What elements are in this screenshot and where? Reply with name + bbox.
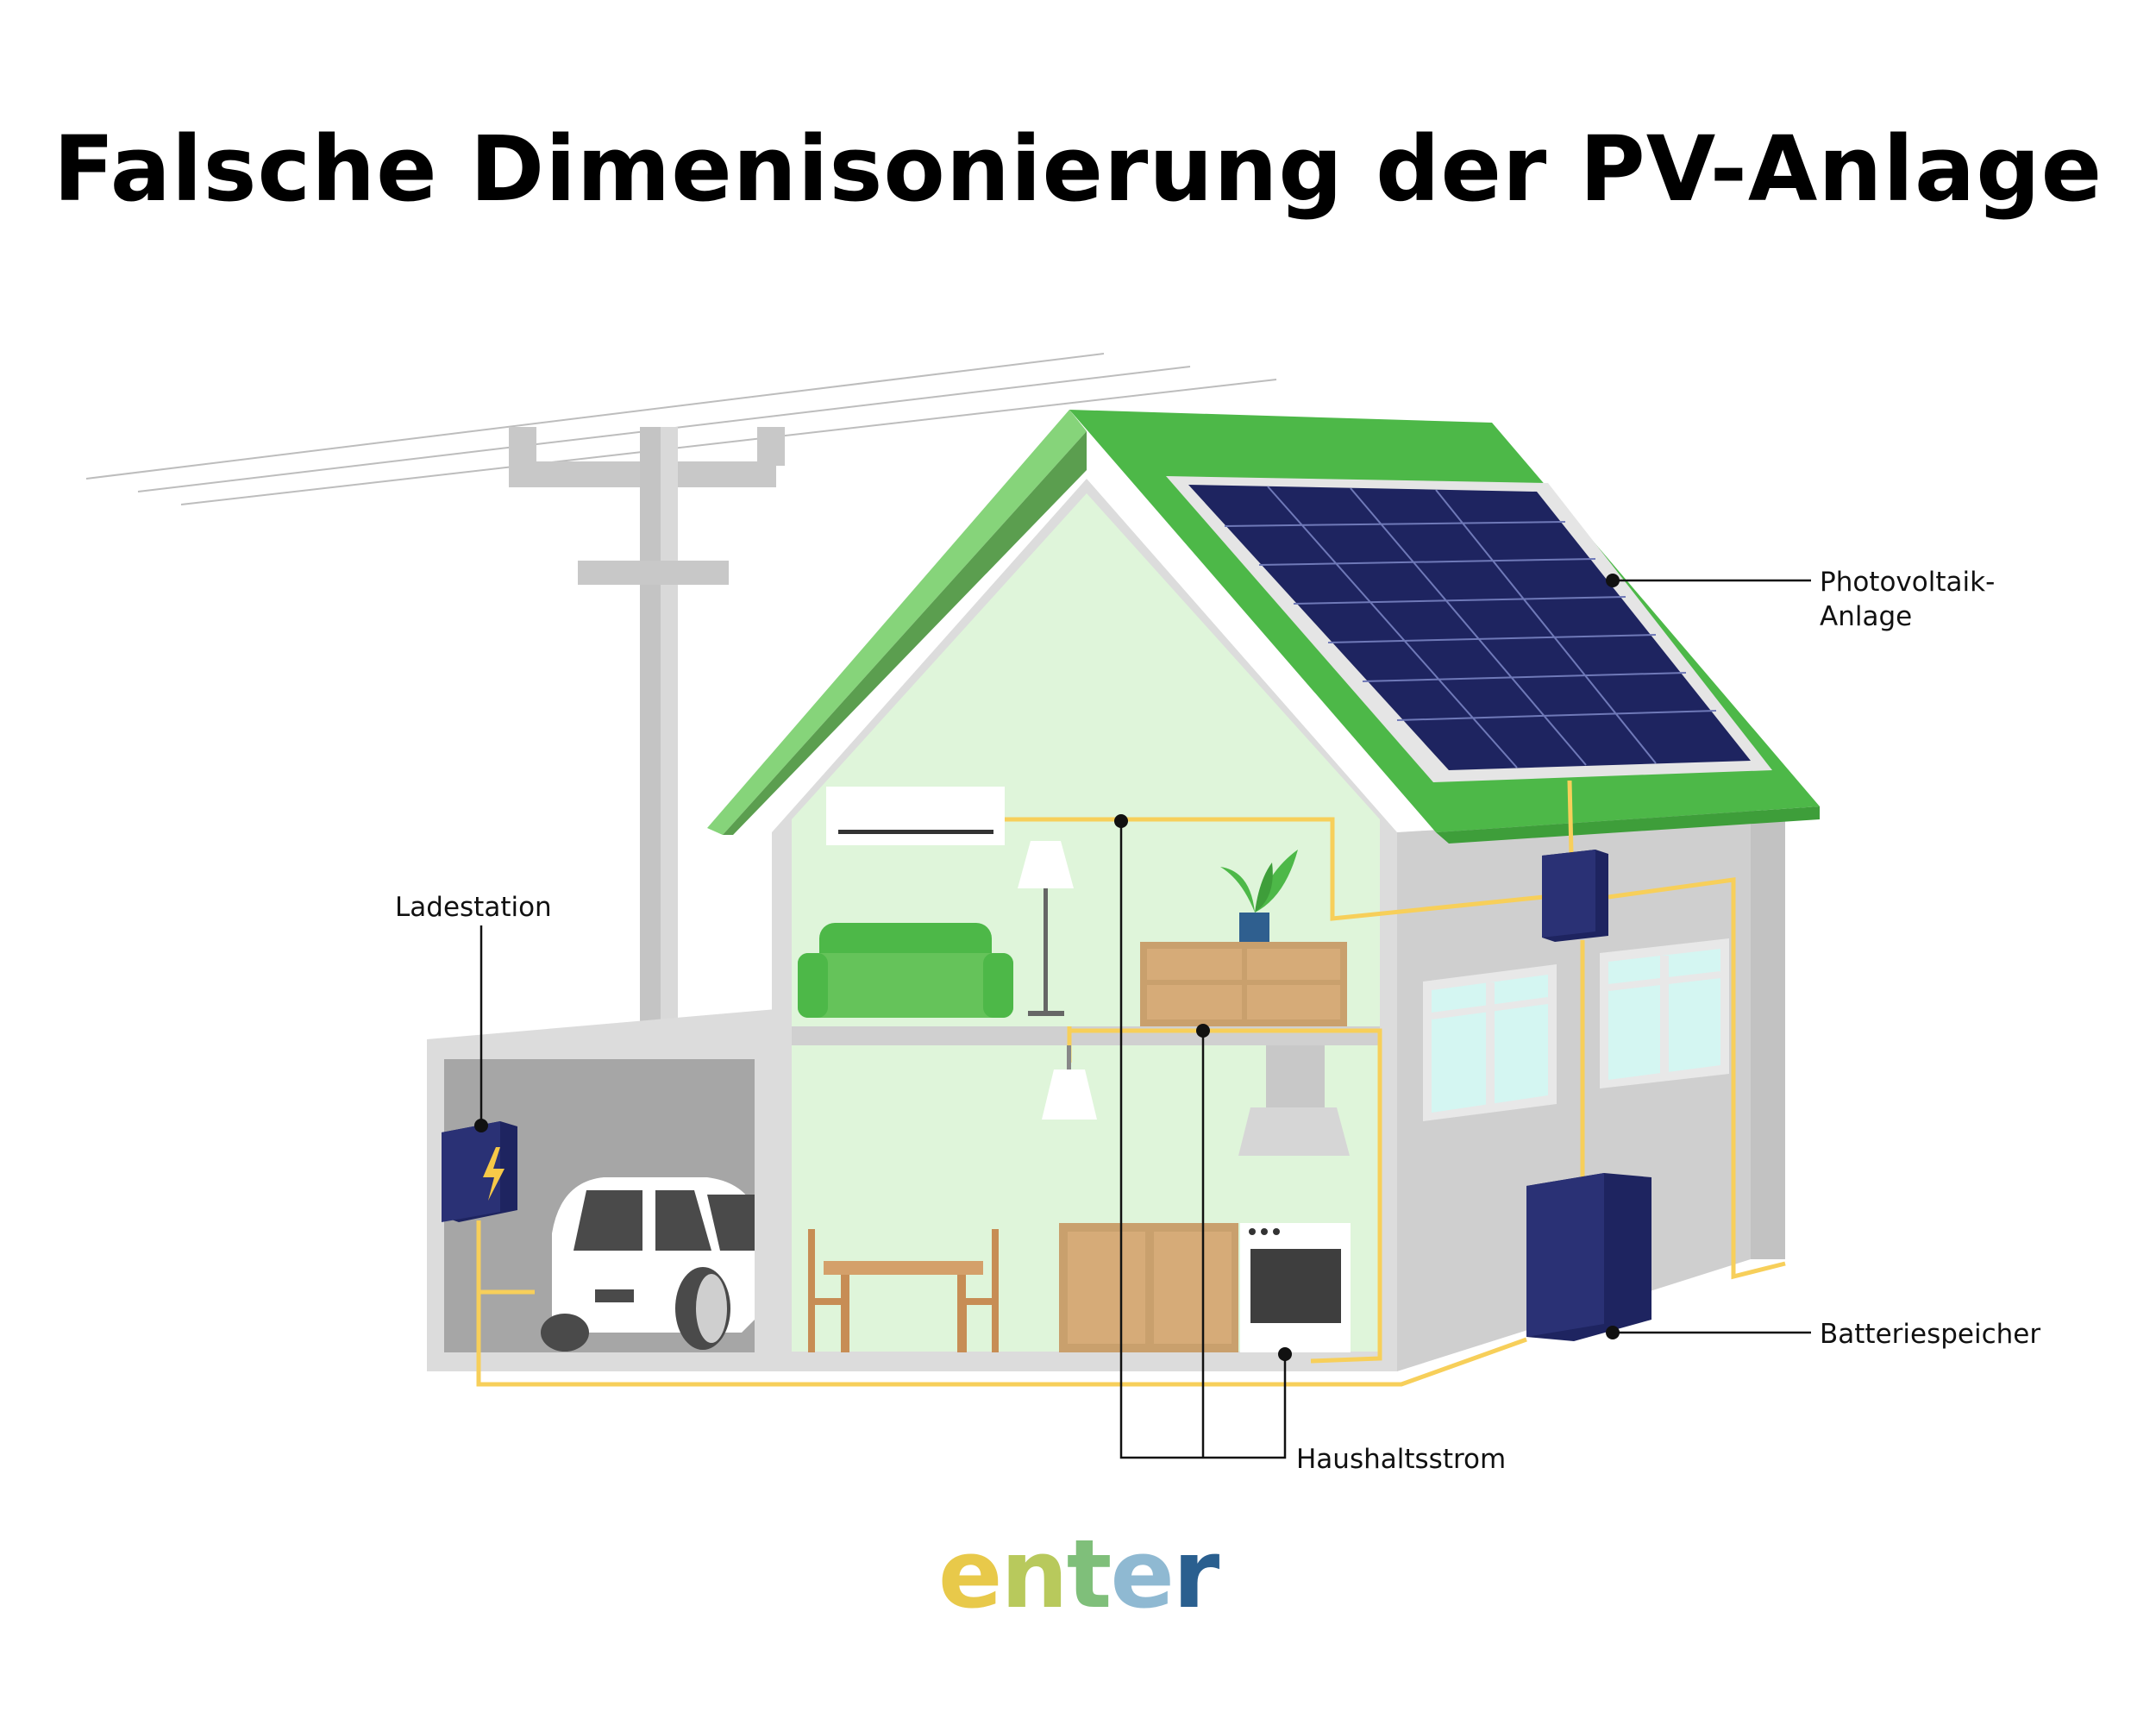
callout-dots <box>474 574 1620 1361</box>
cables <box>476 780 1786 1387</box>
lightning-icon <box>483 1147 505 1201</box>
dresser <box>1140 942 1347 1026</box>
sofa <box>798 923 1013 1018</box>
logo-letter-r: r <box>1172 1519 1219 1629</box>
label-photovoltaik-line2: Anlage <box>1820 601 1912 632</box>
page-title: Falsche Dimenisonierung der PV-Anlage <box>53 116 2103 222</box>
kitchen-cabinet <box>1059 1223 1238 1352</box>
upper-floor-interior <box>792 493 1380 1026</box>
inverter-box <box>1542 850 1608 942</box>
label-batteriespeicher: Batteriespeicher <box>1820 1319 2040 1350</box>
dining-table <box>808 1229 999 1352</box>
side-window-right <box>1600 938 1729 1088</box>
logo-letter-n: n <box>1000 1519 1068 1629</box>
side-window-left <box>1423 964 1557 1121</box>
battery-storage <box>1526 1173 1651 1341</box>
utility-pole <box>509 427 785 1022</box>
oven <box>1240 1223 1351 1352</box>
solar-panel <box>1166 476 1772 782</box>
label-ladestation: Ladestation <box>395 892 552 923</box>
label-haushaltsstrom: Haushaltsstrom <box>1296 1444 1506 1475</box>
garage <box>427 1009 776 1371</box>
air-conditioner <box>826 787 1005 845</box>
range-hood <box>1238 1045 1350 1156</box>
label-photovoltaik-line1: Photovoltaik- <box>1820 567 1995 598</box>
pendant-lamp <box>1042 1045 1097 1120</box>
enter-logo: enter <box>0 1527 2156 1622</box>
logo-letter-e1: e <box>937 1519 1003 1629</box>
logo-letter-e2: e <box>1110 1519 1175 1629</box>
floor-lamp <box>1018 841 1074 1016</box>
car <box>541 1177 755 1352</box>
logo-letter-t: t <box>1066 1519 1112 1629</box>
callouts <box>479 579 1811 1459</box>
plant <box>1220 850 1298 942</box>
charging-station <box>442 1121 517 1222</box>
